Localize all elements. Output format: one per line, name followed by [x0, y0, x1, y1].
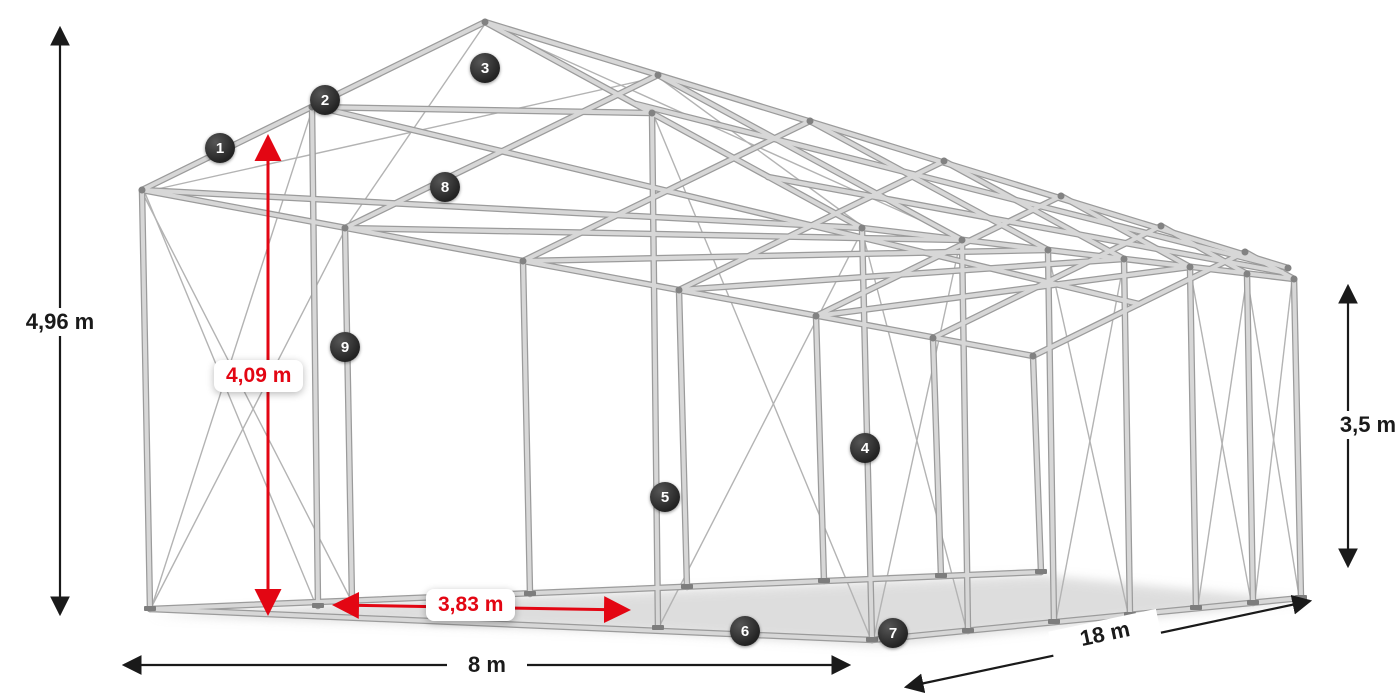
part-badge-5: 5	[650, 482, 680, 512]
dimension-label-entrance-width: 3,83 m	[426, 589, 516, 621]
part-badge-2: 2	[310, 85, 340, 115]
dimension-label-total-height: 4,96 m	[8, 308, 112, 337]
dimension-label-side-height: 3,5 m	[1336, 411, 1400, 440]
part-badge-6: 6	[730, 616, 760, 646]
part-badge-9: 9	[330, 332, 360, 362]
dimension-label-inner-height: 4,09 m	[214, 360, 304, 392]
dimension-label-width: 8 m	[447, 651, 527, 680]
frame-tubes	[140, 20, 1303, 642]
cross-bracing-cables	[141, 23, 1300, 638]
part-badge-4: 4	[850, 433, 880, 463]
part-badge-3: 3	[470, 53, 500, 83]
part-badge-8: 8	[430, 172, 460, 202]
part-badge-7: 7	[878, 618, 908, 648]
part-badge-1: 1	[205, 133, 235, 163]
